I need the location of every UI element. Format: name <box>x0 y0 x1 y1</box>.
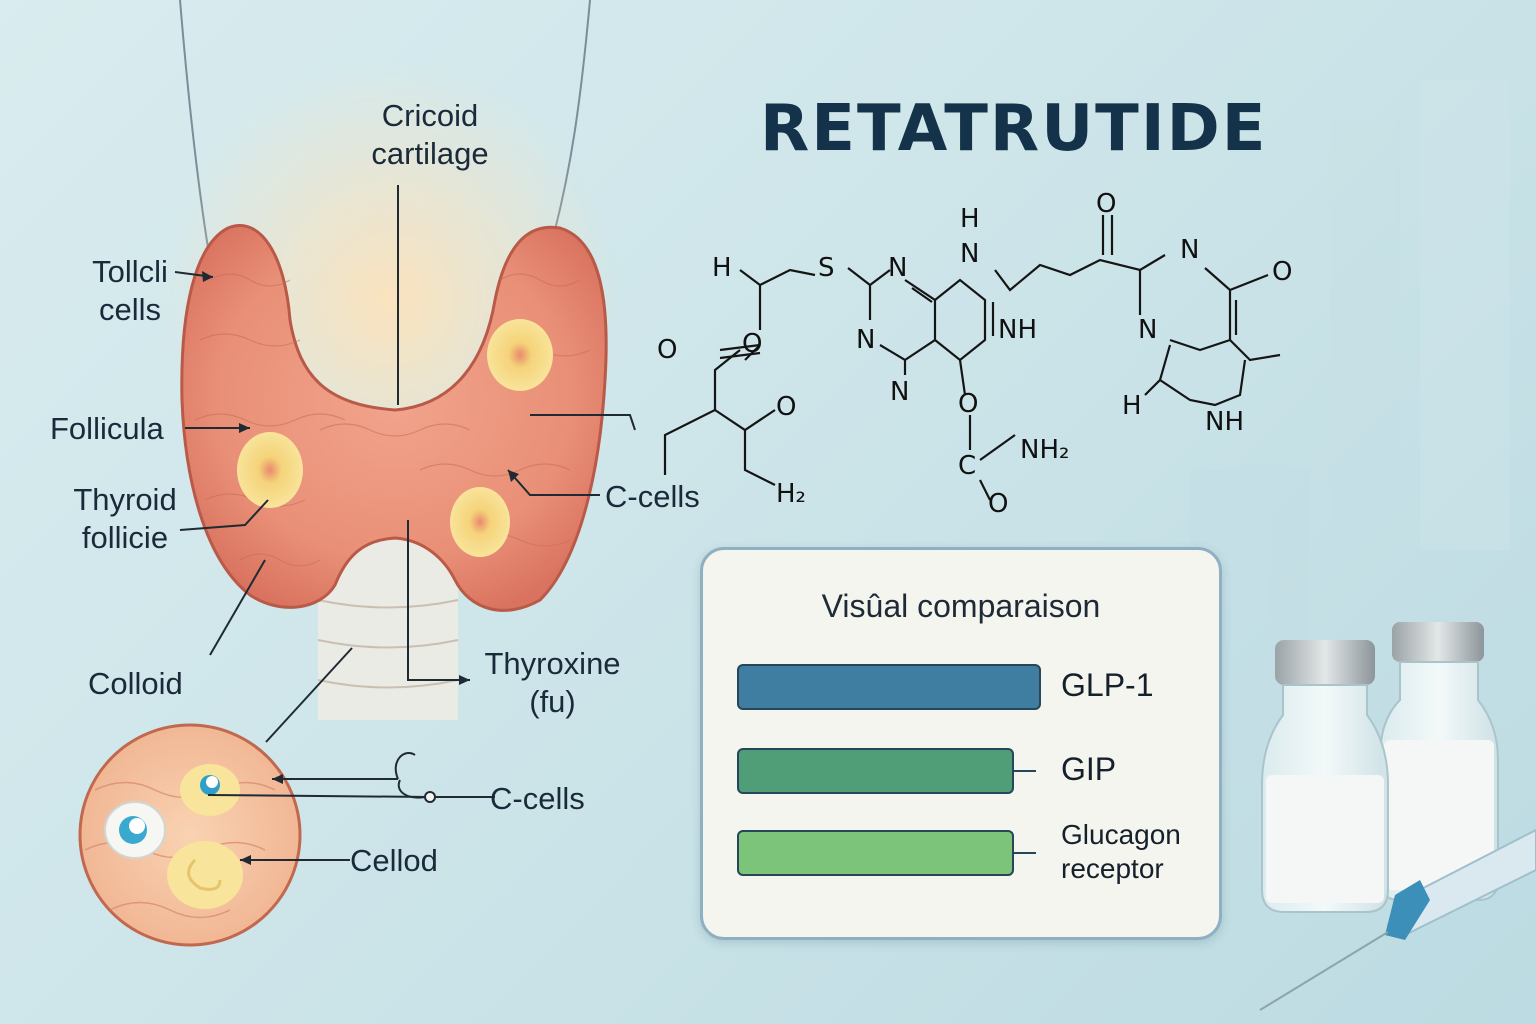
atom-label: O <box>958 389 979 419</box>
bar-connector <box>1014 770 1036 772</box>
atom-label: O <box>988 489 1009 519</box>
atom-label: N <box>856 325 876 355</box>
atom-label: H <box>712 253 732 283</box>
comparison-bar <box>737 664 1041 710</box>
follicula-label: Follicula <box>50 411 164 446</box>
atom-label: H <box>1122 391 1142 421</box>
atom-label: O <box>776 392 797 422</box>
atom-label: NH <box>998 315 1037 345</box>
atom-label: NH₂ <box>1020 435 1070 465</box>
comparison-bar-label: GLP-1 <box>1061 667 1154 703</box>
atom-label: N <box>890 377 910 407</box>
atom-label: N <box>1180 235 1200 265</box>
follicle <box>237 432 303 508</box>
comparison-bar-label: GIP <box>1061 751 1117 787</box>
atom-label: O <box>657 335 678 365</box>
atom-label: N <box>960 239 980 269</box>
atom-label: N <box>888 253 908 283</box>
comparison-bar-label: Glucagon receptor <box>1061 819 1181 884</box>
thyroxine-label: Thyroxine (fu) <box>484 646 621 719</box>
cellod-label: Cellod <box>350 843 438 878</box>
colloid-label: Colloid <box>88 666 183 701</box>
follicle <box>450 487 510 557</box>
magnified-view <box>78 723 302 947</box>
tollcli-cells-label: Tollcli cells <box>92 254 168 327</box>
atom-label: S <box>818 253 835 283</box>
comparison-bar <box>737 748 1014 794</box>
page-title: RETATRUTIDE <box>760 92 1268 166</box>
bar-connector <box>1014 852 1036 854</box>
thyroid-follicle-label: Thyroid follicie <box>73 482 177 555</box>
atom-label: H₂ <box>776 479 806 509</box>
syringe <box>1259 828 1536 1011</box>
follicle <box>487 319 553 391</box>
comparison-title: Visûal comparaison <box>821 588 1101 624</box>
atom-label: N <box>1138 315 1158 345</box>
atom-label: O <box>742 329 763 359</box>
c-cells-upper-label: C-cells <box>605 479 700 514</box>
atom-label: O <box>1272 257 1293 287</box>
background-shelf <box>1190 80 1510 770</box>
atom-label: O <box>1096 189 1117 219</box>
atom-label: NH <box>1205 407 1244 437</box>
vials <box>1261 622 1499 913</box>
comparison-bar <box>737 830 1014 876</box>
label-connectors <box>174 185 636 861</box>
atom-label: H <box>960 204 980 234</box>
thyroid-gland <box>180 224 608 612</box>
chemical-structure <box>663 215 1281 501</box>
atom-label: C <box>958 451 977 481</box>
c-cells-lower-label: C-cells <box>490 781 585 816</box>
cricoid-cartilage-label: Cricoid cartilage <box>371 98 489 171</box>
ring-double-bonds <box>911 287 1238 336</box>
